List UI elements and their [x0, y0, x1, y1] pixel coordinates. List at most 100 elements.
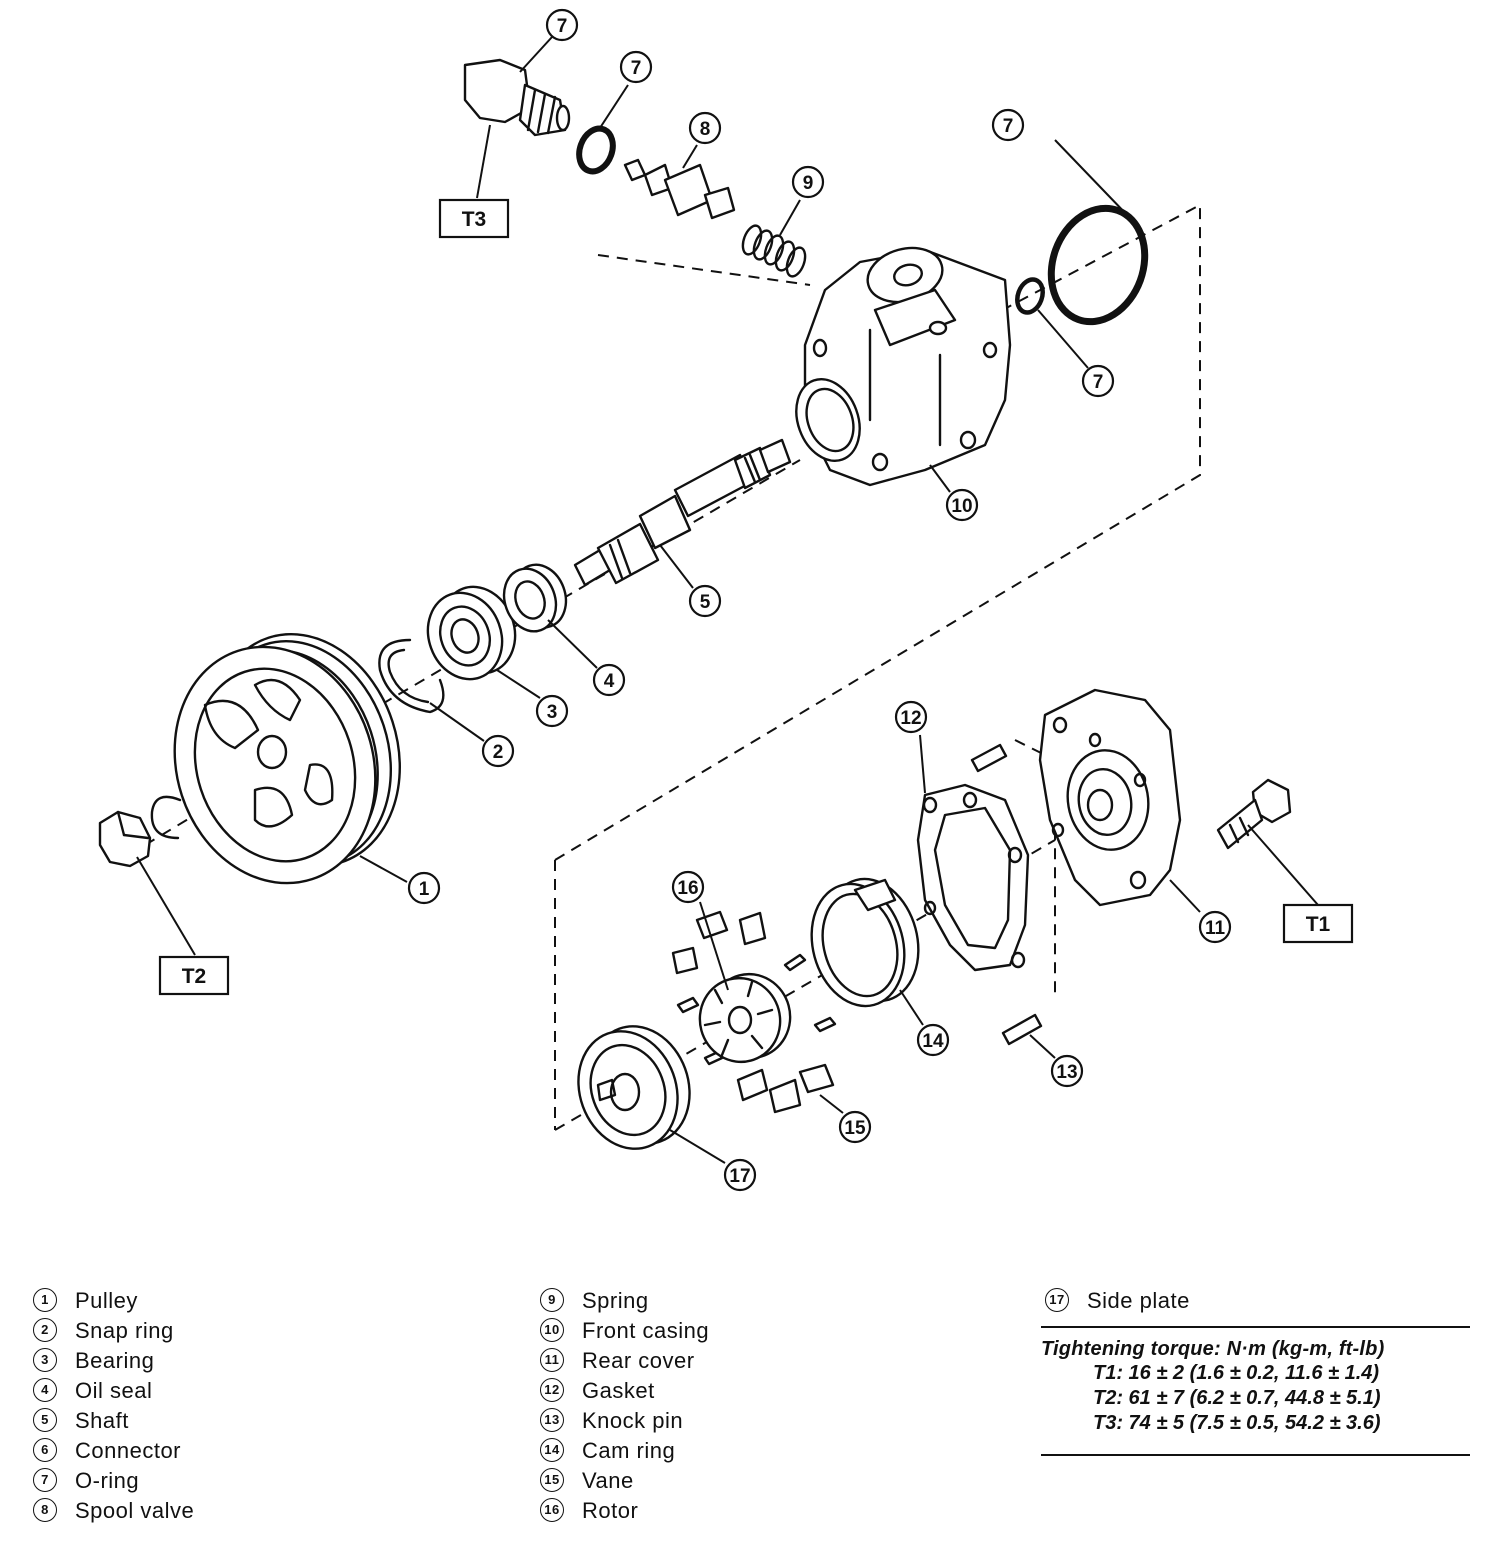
gasket-part — [916, 783, 1030, 972]
callout-7-large: 7 — [991, 108, 1025, 142]
callout-6: 7 — [545, 8, 579, 42]
connector-part — [463, 58, 571, 137]
legend-number: 1 — [33, 1288, 57, 1313]
o-ring-part-small-top — [576, 125, 616, 175]
rear-cover-part — [1038, 688, 1182, 907]
callout-7-top: 7 — [619, 50, 653, 84]
legend-label: Side plate — [1087, 1288, 1190, 1313]
torque-line-t2: T2: 61 ± 7 (6.2 ± 0.7, 44.8 ± 5.1) — [1093, 1387, 1381, 1409]
callout-17: 17 — [723, 1158, 757, 1192]
svg-text:T1: T1 — [1306, 913, 1331, 936]
spool-valve-part — [623, 158, 736, 220]
exploded-view-diagram: 7 7 8 9 7 7 10 5 4 3 2 1 12 11 16 14 13 … — [98, 8, 1354, 1192]
divider — [1041, 1326, 1470, 1328]
svg-text:17: 17 — [729, 1166, 750, 1187]
o-ring-part-small-right — [1015, 277, 1045, 315]
callout-14: 14 — [916, 1023, 950, 1057]
callout-15: 15 — [838, 1110, 872, 1144]
callout-2: 2 — [481, 734, 515, 768]
legend-label: Pulley — [75, 1288, 138, 1313]
legend-number: 3 — [33, 1348, 57, 1373]
legend-number: 16 — [540, 1498, 564, 1523]
legend-number: 2 — [33, 1318, 57, 1343]
legend-number: 15 — [540, 1468, 564, 1493]
pulley-part — [173, 633, 401, 885]
legend-label: O-ring — [75, 1468, 140, 1493]
svg-text:5: 5 — [700, 592, 711, 613]
torque-tag-t3: T3 — [438, 198, 510, 239]
legend-number: 5 — [33, 1408, 57, 1433]
oil-seal-part — [502, 563, 568, 633]
divider — [1041, 1454, 1470, 1456]
legend-label: Snap ring — [75, 1318, 174, 1343]
legend-number: 4 — [33, 1378, 57, 1403]
svg-text:T2: T2 — [182, 965, 207, 988]
torque-line-t3: T3: 74 ± 5 (7.5 ± 0.5, 54.2 ± 3.6) — [1093, 1412, 1381, 1434]
legend-item: 6 Connector — [33, 1436, 194, 1466]
svg-text:2: 2 — [493, 742, 504, 763]
legend-label: Front casing — [582, 1318, 710, 1343]
spring-part — [741, 224, 807, 278]
bolt-part — [1216, 778, 1292, 850]
legend-item: 7 O-ring — [33, 1466, 194, 1496]
nut-part — [98, 810, 152, 868]
legend-label: Bearing — [75, 1348, 155, 1373]
legend-number: 6 — [33, 1438, 57, 1463]
legend-number: 11 — [540, 1348, 564, 1373]
torque-title: Tightening torque: N·m (kg-m, ft-lb) — [1041, 1338, 1385, 1360]
callout-1: 1 — [407, 871, 441, 905]
legend-label: Rear cover — [582, 1348, 695, 1373]
legend-number: 7 — [33, 1468, 57, 1493]
callout-7-right: 7 — [1081, 364, 1115, 398]
svg-text:15: 15 — [844, 1118, 866, 1139]
callout-13: 13 — [1050, 1054, 1084, 1088]
legend-number: 9 — [540, 1288, 564, 1313]
svg-text:1: 1 — [419, 879, 430, 900]
svg-text:3: 3 — [547, 702, 558, 723]
svg-text:11: 11 — [1205, 918, 1226, 939]
callout-11: 11 — [1198, 910, 1232, 944]
callout-3: 3 — [535, 694, 569, 728]
callout-4: 4 — [592, 663, 626, 697]
legend-label: Oil seal — [75, 1378, 153, 1403]
callout-12: 12 — [894, 700, 928, 734]
svg-text:4: 4 — [604, 671, 615, 692]
callout-5: 5 — [688, 584, 722, 618]
legend-label: Spool valve — [75, 1498, 195, 1523]
pulley-clip-part — [150, 795, 182, 840]
cam-ring-part — [810, 877, 920, 1008]
legend-item: 2 Snap ring — [33, 1316, 194, 1346]
svg-text:14: 14 — [922, 1031, 944, 1052]
legend-number: 12 — [540, 1378, 564, 1403]
svg-text:7: 7 — [557, 16, 568, 37]
svg-text:9: 9 — [803, 173, 814, 194]
knock-pin-part-bottom — [1001, 1013, 1043, 1046]
legend-number: 13 — [540, 1408, 564, 1433]
svg-text:12: 12 — [900, 708, 921, 729]
legend-number: 8 — [33, 1498, 57, 1523]
callout-8: 8 — [688, 111, 722, 145]
front-casing-part — [795, 246, 1012, 487]
svg-text:13: 13 — [1056, 1062, 1077, 1083]
torque-tag-t1: T1 — [1282, 903, 1354, 944]
torque-line-t1: T1: 16 ± 2 (1.6 ± 0.2, 11.6 ± 1.4) — [1093, 1362, 1380, 1384]
legend-label: Knock pin — [582, 1408, 684, 1433]
legend-label: Connector — [75, 1438, 182, 1463]
svg-text:16: 16 — [677, 878, 698, 899]
svg-text:10: 10 — [951, 496, 972, 517]
snap-ring-part — [378, 638, 445, 714]
legend-label: Cam ring — [582, 1438, 676, 1463]
legend-label: Gasket — [582, 1378, 655, 1403]
legend-item: 11 Rear cover — [540, 1346, 709, 1376]
legend-item: 4 Oil seal — [33, 1376, 194, 1406]
shaft-part — [573, 438, 792, 587]
callout-16: 16 — [671, 870, 705, 904]
